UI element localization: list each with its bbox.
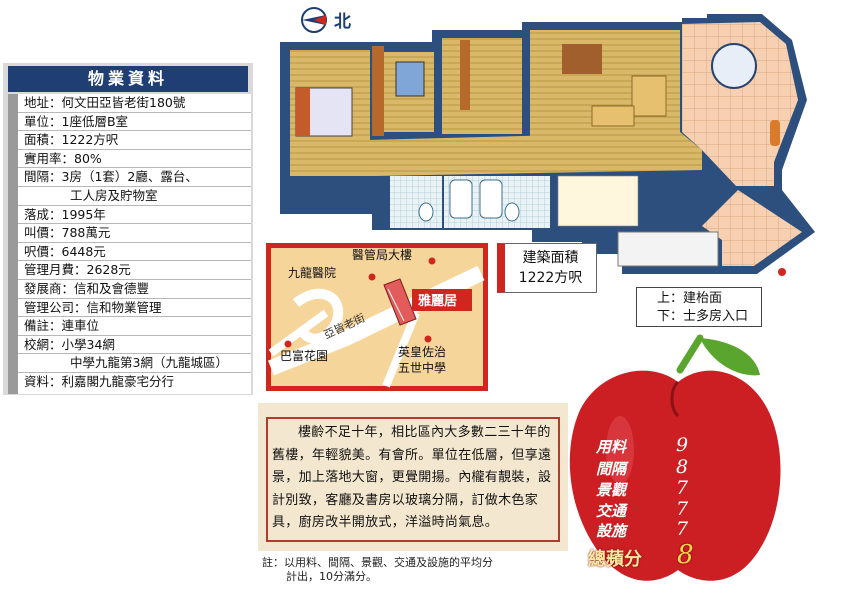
gross-area-value: 1222方呎 (518, 270, 583, 286)
review-panel (258, 403, 568, 551)
school-dot (424, 335, 432, 343)
score-label-facilities: 設施 (596, 522, 627, 540)
info-row-management-fee: 管理月費：2628元 (18, 261, 251, 280)
hospital-authority-dot (428, 257, 436, 265)
map-label-building: 雅麗居 (418, 293, 457, 309)
compass-icon: 北 (301, 7, 351, 33)
location-map-drawing: 醫管局大樓 九龍醫院 亞皆老街 雅麗居 巴富花園 英皇佐治 五世中學 (266, 243, 488, 391)
score-row-transport: 交通 7 (596, 498, 696, 522)
map-label-garden: 巴富花園 (280, 348, 328, 363)
park-garden-dot (284, 340, 292, 348)
entrance-legend: 上：建枱面 下：士多房入口 (636, 287, 762, 327)
info-row-management-company: 管理公司：信和物業管理 (18, 299, 251, 318)
map-label-hospital-authority: 醫管局大樓 (352, 247, 412, 262)
floor-plan-drawing (280, 14, 815, 276)
property-info-title: 物業資料 (8, 66, 248, 92)
entrance-legend-lower: 下：士多房入口 (657, 309, 749, 324)
info-row-efficiency: 實用率：80% (18, 150, 251, 169)
map-label-kowloon-hospital: 九龍醫院 (288, 265, 336, 280)
entrance-legend-upper: 上：建枱面 (657, 291, 723, 306)
score-note: 註：以用料、間隔、景觀、交通及設施的平均分 計出，10分滿分。 (262, 556, 562, 584)
map-label-school-2: 五世中學 (398, 360, 446, 375)
apple-score-graphic (560, 330, 790, 592)
score-label-view: 景觀 (596, 481, 627, 499)
review-text: 樓齡不足十年，相比區內大多數二三十年的舊樓，年輕貌美。有會所。單位在低層，但享遠… (272, 425, 552, 530)
info-row-school-net: 校網：小學34網 (18, 336, 251, 355)
score-label-layout: 間隔 (596, 460, 627, 478)
total-score-label: 總蘋分 (588, 549, 642, 570)
info-row-price-per-sqft: 呎價：6448元 (18, 243, 251, 262)
score-value-facilities: 7 (676, 518, 689, 540)
info-row-remarks: 備註：連車位 (18, 317, 251, 336)
kowloon-hospital-dot (368, 273, 376, 281)
score-value-transport: 7 (676, 498, 689, 520)
score-row-materials: 用料 9 (596, 434, 696, 458)
floor-plan (262, 0, 849, 300)
info-row-school-net-cont: 中學九龍第3網（九龍城區） (18, 354, 251, 373)
target-building-icon (383, 278, 417, 326)
total-score-value: 8 (677, 540, 694, 570)
gross-area-box: 建築面積 1222方呎 (497, 243, 597, 293)
map-label-school-1: 英皇佐治 (398, 345, 446, 359)
info-row-address: 地址：何文田亞皆老街180號 (18, 94, 251, 113)
score-value-layout: 8 (676, 456, 689, 478)
info-row-asking-price: 叫價：788萬元 (18, 224, 251, 243)
location-map: 醫管局大樓 九龍醫院 亞皆老街 雅麗居 巴富花園 英皇佐治 五世中學 (266, 243, 488, 391)
info-row-completion: 落成：1995年 (18, 206, 251, 225)
score-value-view: 7 (676, 477, 689, 499)
score-row-layout: 間隔 8 (596, 456, 696, 480)
score-label-transport: 交通 (596, 502, 627, 520)
score-note-line-2: 計出，10分滿分。 (286, 570, 377, 583)
info-row-source: 資料：利嘉閣九龍豪宅分行 (24, 373, 175, 389)
info-row-layout: 間隔：3房（1套）2廳、露台、 (18, 168, 251, 187)
north-label: 北 (334, 12, 351, 32)
property-info-list: 地址：何文田亞皆老街180號 單位：1座低層B室 面積：1222方呎 實用率：8… (8, 94, 251, 394)
score-value-materials: 9 (676, 434, 689, 456)
apple-icon (569, 334, 781, 581)
info-row-unit: 單位：1座低層B室 (18, 113, 251, 132)
score-row-facilities: 設施 7 (596, 518, 696, 542)
score-row-view: 景觀 7 (596, 477, 696, 501)
info-row-developer: 發展商：信和及會德豐 (18, 280, 251, 299)
gross-area-label: 建築面積 (522, 250, 579, 266)
review-frame (266, 417, 560, 542)
info-row-area: 面積：1222方呎 (18, 131, 251, 150)
score-note-line-1: 註：以用料、間隔、景觀、交通及設施的平均分 (262, 556, 493, 569)
info-row-layout-cont: 工人房及貯物室 (18, 187, 251, 206)
compass: 北 (300, 6, 360, 34)
score-label-materials: 用料 (596, 438, 627, 456)
